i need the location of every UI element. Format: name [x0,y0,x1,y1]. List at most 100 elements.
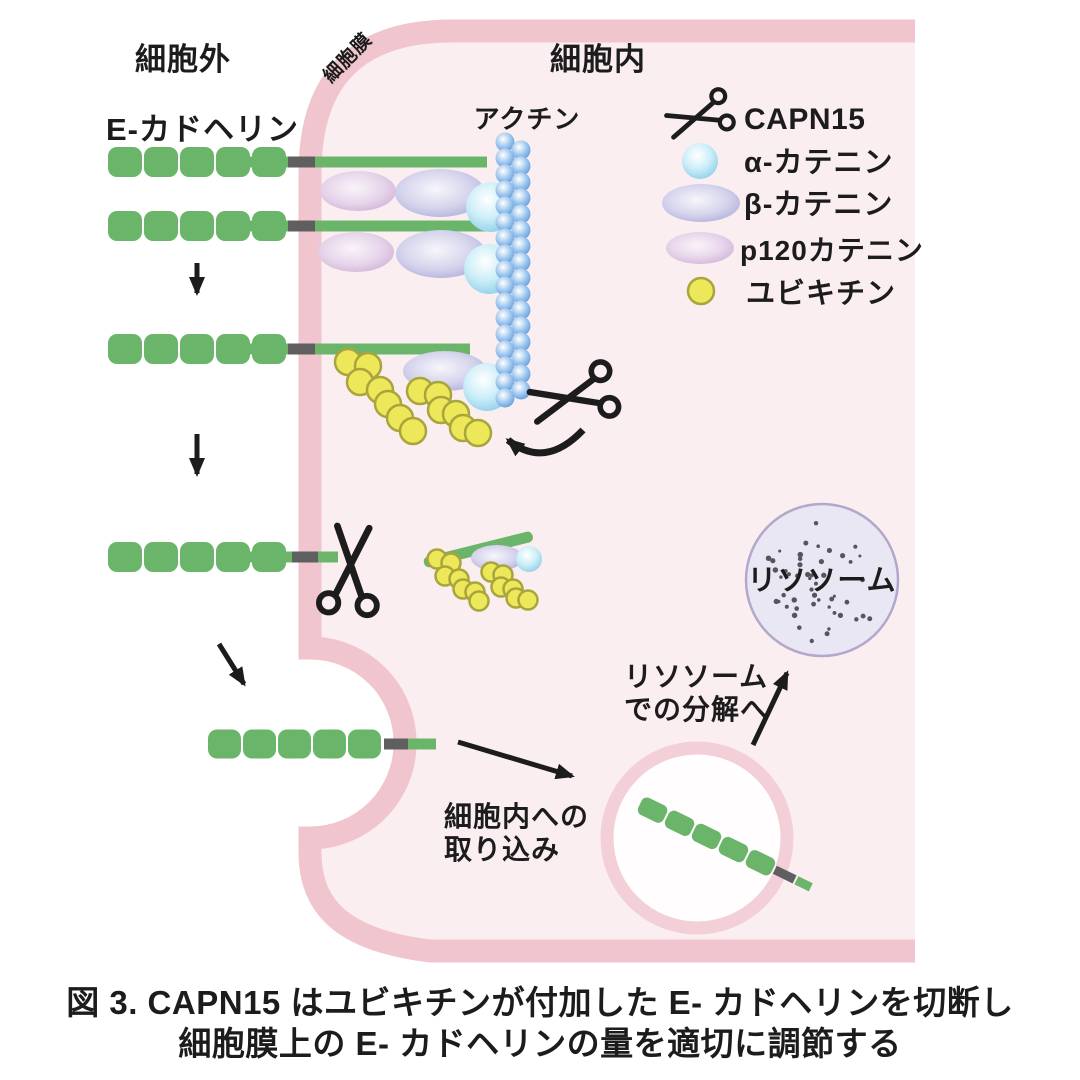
e-cadherin-row [108,147,487,177]
lysosome-label: リソソーム [747,565,896,597]
annotation-text: 取り込み [444,834,560,865]
actin-bead [495,372,515,392]
speckle [848,559,853,564]
cadherin-bead [252,211,286,241]
cadherin-bead [108,147,142,177]
legend: CAPN15 α-カテニン β-カテニン p120カテニン ユビキチン [662,88,924,310]
beta-catenin-shape [395,169,485,217]
cadherin-bead [180,542,214,572]
speckle [795,573,801,579]
cadherin-bead [144,211,178,241]
speckle [765,555,772,562]
speckle [794,606,800,611]
figure-caption-line2: 細胞膜上の E- カドヘリンの量を適切に調節する [178,1025,901,1062]
actin-bead [495,388,515,408]
legend-label: p120カテニン [740,235,924,266]
actin-filament [495,132,531,408]
speckle [837,612,844,618]
arrow-uptake-icon [457,739,575,780]
speckle [797,562,803,568]
cadherin-bead [313,729,346,759]
actin-bead [511,300,531,320]
speckle [811,592,818,598]
speckle [840,553,846,559]
speckle [809,573,814,578]
speckle [779,575,783,579]
ubiquitin-bead [463,418,493,448]
actin-bead [495,356,515,376]
alpha-catenin-shape [516,546,542,572]
annotation-text: での分解へ [624,694,769,725]
arrow-diagonal-icon [216,642,247,687]
annotation-text: リソソーム [624,661,768,692]
actin-bead [495,148,515,168]
cadherin-bead [108,211,142,241]
cell-membrane [298,19,915,963]
speckle [797,556,803,562]
e-cadherin-row [108,211,487,241]
actin-bead [495,340,515,360]
actin-bead [511,140,531,160]
legend-label: α-カテニン [744,147,894,179]
cadherin-bead [180,211,214,241]
speckle [826,547,833,554]
speckle [827,627,831,631]
actin-bead [495,292,515,312]
speckle [778,549,782,553]
speckle [853,544,858,549]
cadherin-bead [180,147,214,177]
speckle [844,599,850,605]
actin-bead [495,260,515,280]
e-cadherin-row [108,334,470,364]
cadherin-bead [252,542,286,572]
speckle [809,587,814,592]
cadherin-bead [144,334,178,364]
cadherin-bead [252,147,286,177]
e-cadherin-label: E-カドヘリン [106,112,299,147]
cadherin-bead [216,542,250,572]
actin-bead [511,236,531,256]
ubiquitin-bead [517,589,539,611]
cadherin-bead [216,334,250,364]
extracellular-label: 細胞外 [135,42,231,77]
cadherin-bead [108,542,142,572]
speckle [770,558,776,564]
actin-bead [511,156,531,176]
cadherin-bead [664,810,695,836]
actin-bead [511,316,531,336]
speckle [786,572,792,577]
beta-catenin-icon [662,184,740,222]
speckle [805,571,811,578]
actin-bead [511,204,531,224]
speckle [772,567,779,573]
actin-bead [495,308,515,328]
actin-bead [495,244,515,264]
actin-label: アクチン [474,104,581,134]
actin-bead [495,164,515,184]
cadherin-bead [252,334,286,364]
speckle [829,596,835,602]
p120-catenin-icon [666,232,734,264]
cleaved-cadherin-fragment [423,531,542,612]
actin-bead [495,132,515,152]
actin-bead [495,196,515,216]
actin-bead [511,284,531,304]
internalized-cadherin [637,797,813,892]
speckle [811,601,816,607]
speckle [816,544,821,549]
speckle [832,610,837,615]
ubiquitin-bead [468,590,490,612]
speckle [796,625,802,630]
actin-bead [511,220,531,240]
ubiquitin-icon [686,276,716,306]
p120-catenin-shape [320,171,396,211]
alpha-catenin-icon [682,143,718,179]
endocytic-vesicle [600,741,813,935]
cadherin-bead [745,850,776,876]
curved-arrow-icon [505,427,586,457]
ubiquitin-chain [426,548,539,612]
cadherin-tail [794,876,813,892]
cadherin-bead [691,823,722,850]
